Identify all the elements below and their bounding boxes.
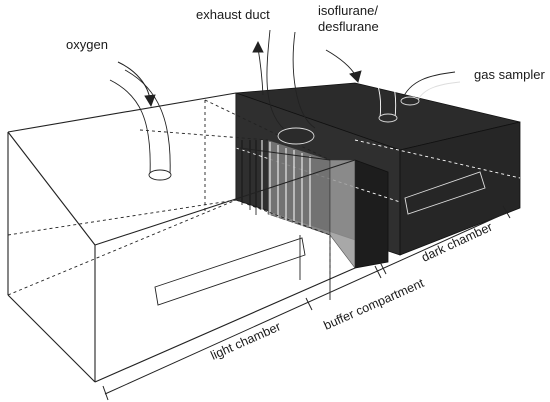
buffer-compartment (241, 139, 356, 269)
buffer-light-panel (329, 159, 356, 269)
isoflurane-tube (325, 31, 398, 123)
label-exhaust-duct: exhaust duct (196, 7, 270, 22)
label-isoflurane: isoflurane/ (318, 3, 378, 18)
gas-sampler-tube (400, 71, 461, 106)
label-gas-sampler: gas sampler (474, 67, 545, 82)
light-chamber-window (154, 237, 306, 306)
light-chamber (7, 92, 356, 383)
dimension-brackets (102, 205, 511, 401)
label-desflurane: desflurane (318, 19, 379, 34)
dark-chamber-side-face (399, 121, 521, 256)
label-buffer-compartment: buffer compartment (322, 276, 427, 333)
label-light-chamber: light chamber (209, 319, 283, 362)
dark-partition (354, 159, 389, 269)
oxygen-tube (109, 61, 172, 181)
exhaust-duct-tube (252, 29, 316, 145)
label-oxygen: oxygen (66, 37, 108, 52)
exhaust-slats (261, 140, 311, 236)
dark-chamber-window (404, 171, 486, 215)
